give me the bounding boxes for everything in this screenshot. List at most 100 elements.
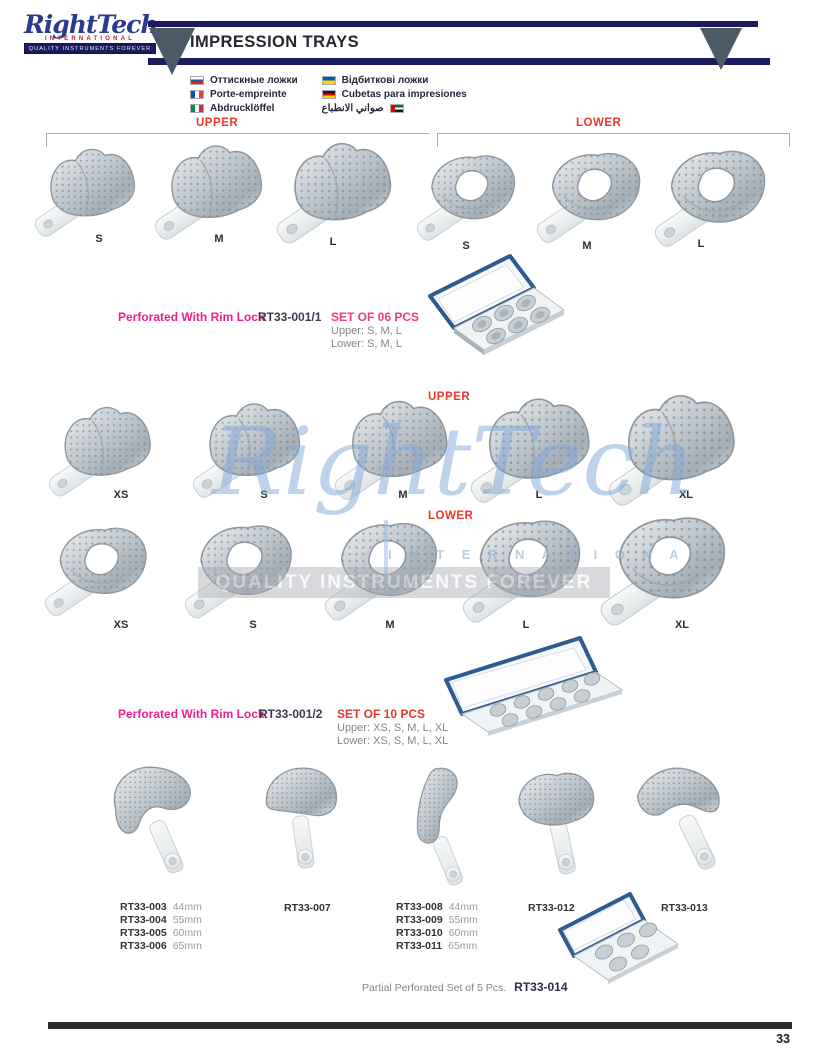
part-size: 44mm [172,901,202,913]
brand-subtitle: INTERNATIONAL [44,36,136,42]
size-label: L [329,236,337,248]
legend-column-1: Оттискные ложки Porte-empreinte Abdruckl… [190,75,298,114]
legend-item-german: Abdrucklöffel [190,103,298,114]
part-size: 65mm [172,940,202,952]
legend-item-russian: Оттискные ложки [190,75,298,86]
part-row: RT33-004 55mm [120,914,202,927]
flag-italy-icon [190,104,204,113]
language-legend: Оттискные ложки Porte-empreinte Abdruckl… [190,75,467,114]
part-code: RT33-009 [396,914,443,926]
part-row: RT33-010 60mm [396,927,478,940]
upper-tray-s2-image [194,394,314,500]
upper-tray-s-image [36,140,148,239]
part-size: 60mm [172,927,202,939]
bracket-lower [437,133,790,147]
partial-tray-012-image [508,762,608,898]
flag-uae-icon [389,104,404,113]
part-row: RT33-009 55mm [396,914,478,927]
set1-pcs: SET OF 06 PCS [331,310,420,324]
size-label: L [535,489,543,501]
legend-column-2: Відбиткові ложки Cubetas para impresione… [321,75,467,114]
part-code: RT33-008 [396,901,443,913]
set2-box-image [444,636,624,736]
size-label: S [95,233,103,245]
lower-tray-m-image [538,141,656,245]
lower-tray-s2-image [186,513,308,621]
partial-tray-003-image [108,760,208,896]
upper-tray-l-image [278,133,406,246]
upper-tray-m-image [156,136,276,242]
partial-tray-008-image [400,764,492,889]
legend-item-ukrainian: Відбиткові ложки [321,75,467,86]
lower-tray-l2-image [464,507,598,626]
flag-russia-icon [190,76,204,85]
legend-item-arabic: صواني الانطباع [322,103,467,114]
part-size: 55mm [172,914,202,926]
legend-label: Abdrucklöffel [210,103,275,114]
part-number-007: RT33-007 [284,902,331,915]
section-label-lower-2: LOWER [428,510,474,522]
set2-pcs: SET OF 10 PCS [337,707,426,721]
flag-france-icon [190,90,204,99]
section-label-upper: UPPER [196,117,239,129]
set2-upper-line: Upper: XS, S, M, L, XL [337,722,449,734]
legend-label: Оттискные ложки [210,75,298,86]
set3-caption: Partial Perforated Set of 5 Pcs.RT33-014 [362,980,568,994]
size-label: S [249,619,257,631]
part-code: RT33-011 [396,940,443,952]
size-label: M [582,240,592,252]
banner-triangle-right-icon [700,28,742,70]
legend-item-french: Porte-empreinte [190,89,298,100]
set3-box-image [558,892,679,984]
banner-triangle-left-icon [149,28,195,75]
lower-tray-s-image [418,144,530,243]
set1-box-image [428,254,565,355]
part-code: RT33-005 [120,927,167,939]
part-number-012: RT33-012 [528,902,575,915]
part-code: RT33-004 [120,914,167,926]
size-label: XS [113,489,129,501]
legend-label: Cubetas para impresiones [341,89,467,100]
section-label-upper-2: UPPER [428,391,471,403]
flag-ukraine-icon [321,76,336,85]
legend-label: Porte-empreinte [210,89,287,100]
set3-code: RT33-014 [514,980,568,994]
brand-name: RightTech [24,10,159,39]
set1-lower-line: Lower: S, M, L [331,338,402,350]
part-size: 44mm [448,901,478,913]
upper-tray-m2-image [336,391,462,502]
partial-tray-013-image [630,760,734,902]
set1-name: Perforated With Rim Lock [118,310,265,324]
size-label: XL [678,489,694,501]
lower-tray-m2-image [326,510,454,623]
upper-tray-l2-image [472,388,605,506]
size-label: M [398,489,408,501]
partial-tray-007-image [256,762,352,893]
legend-label: صواني الانطباع [321,103,384,114]
part-row: RT33-008 44mm [396,901,478,914]
set2-code: RT33-001/2 [259,707,323,721]
part-code: RT33-012 [528,902,575,914]
brand-tagline: QUALITY INSTRUMENTS FOREVER [24,43,156,54]
section-label-lower: LOWER [576,117,622,129]
part-size: 60mm [448,927,478,939]
set1-upper-line: Upper: S, M, L [331,325,402,337]
set1-code: RT33-001/1 [258,310,322,324]
legend-label: Відбиткові ложки [341,75,429,86]
upper-tray-xs-image [50,398,164,499]
brand-logo: RightTech INTERNATIONAL QUALITY INSTRUME… [24,10,159,54]
banner-bar-top [148,21,758,27]
size-label: XS [113,619,129,631]
flag-germany-icon [321,90,336,99]
part-code: RT33-010 [396,927,443,939]
set2-name: Perforated With Rim Lock [118,707,265,721]
part-size: 55mm [448,914,478,926]
size-label: M [385,619,395,631]
legend-item-spanish: Cubetas para impresiones [321,89,467,100]
page-title: IMPRESSION TRAYS [190,33,359,51]
banner-bar-bottom [148,58,770,65]
